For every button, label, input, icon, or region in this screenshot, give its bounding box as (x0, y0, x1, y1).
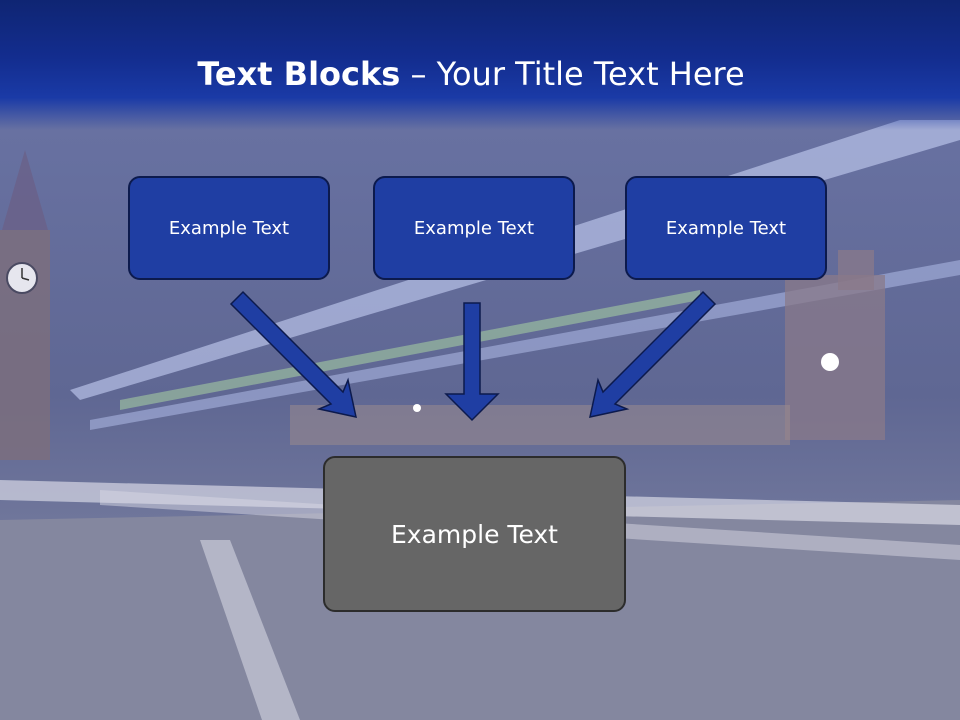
result-block[interactable]: Example Text (323, 456, 626, 612)
arrow-down-right-icon (229, 290, 357, 418)
text-block-left-label: Example Text (168, 217, 290, 239)
text-block-right-label: Example Text (665, 217, 787, 239)
text-block-center[interactable]: Example Text (373, 176, 575, 280)
arrow-down-icon (444, 302, 500, 422)
text-block-left[interactable]: Example Text (128, 176, 330, 280)
title-rest: Your Title Text Here (436, 55, 745, 93)
text-block-center-label: Example Text (413, 217, 535, 239)
title-bold: Text Blocks (197, 55, 401, 93)
arrow-down-left-icon (589, 290, 717, 418)
text-block-right[interactable]: Example Text (625, 176, 827, 280)
title-dash: – (400, 55, 437, 93)
title-bar (0, 0, 960, 130)
result-block-label: Example Text (391, 519, 558, 549)
page-title: Text Blocks – Your Title Text Here (0, 52, 942, 96)
